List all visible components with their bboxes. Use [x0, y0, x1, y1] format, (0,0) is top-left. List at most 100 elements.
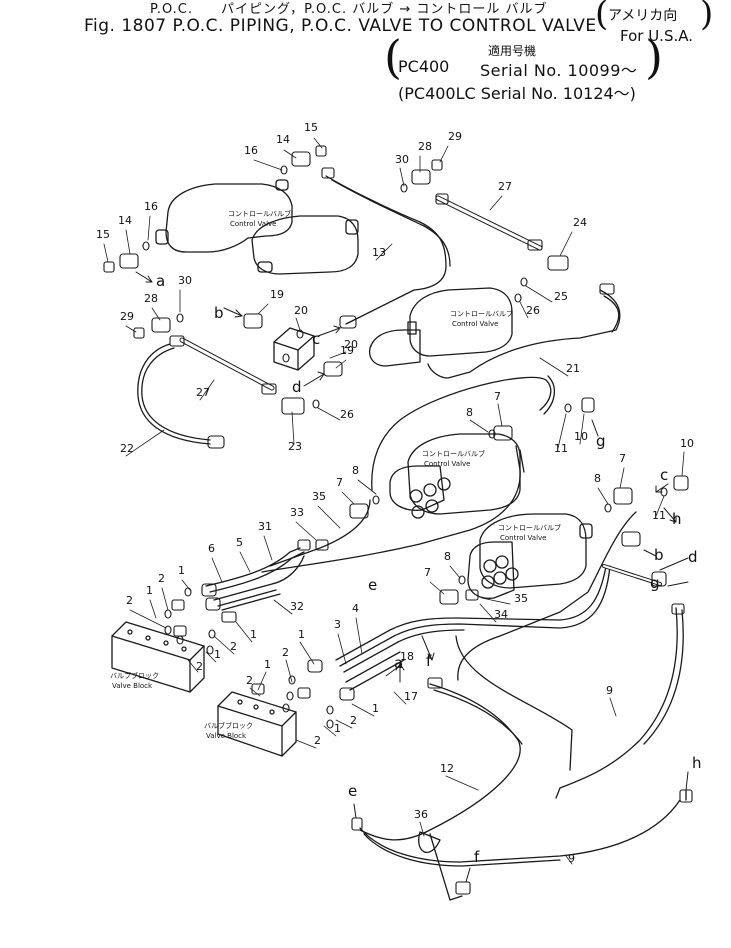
part-number-2: 2 — [230, 640, 237, 653]
part-number-35: 35 — [514, 592, 528, 605]
part-number-16: 16 — [144, 200, 158, 213]
part-number-27: 27 — [196, 386, 210, 399]
pipe-21 — [427, 289, 621, 379]
connection-letter-f: f — [474, 848, 480, 866]
part-number-20: 20 — [344, 338, 358, 351]
region-en: For U.S.A. — [620, 27, 694, 45]
part-number-1: 1 — [214, 648, 221, 661]
part-number-14: 14 — [118, 214, 132, 227]
part-number-19: 19 — [270, 288, 284, 301]
valve-block-label-1-en: Valve Block — [112, 682, 153, 690]
part-number-1: 1 — [250, 628, 257, 641]
pipe-34 — [335, 565, 607, 661]
pipe-9-upper — [555, 607, 678, 799]
part-number-4: 4 — [352, 602, 359, 615]
part-number-9: 9 — [606, 684, 613, 697]
valve-block-2 — [217, 691, 297, 757]
part-number-8: 8 — [594, 472, 601, 485]
connection-letter-h: h — [692, 754, 702, 772]
serial-bracket-close: ) — [645, 30, 663, 84]
part-number-8: 8 — [444, 550, 451, 563]
part-number-30: 30 — [395, 153, 409, 166]
model-pc400: PC400 — [398, 57, 450, 76]
part-number-8: 8 — [352, 464, 359, 477]
part-number-2: 2 — [196, 660, 203, 673]
part-number-18: 18 — [400, 650, 414, 663]
part-number-32: 32 — [290, 600, 304, 613]
part-number-7: 7 — [494, 390, 501, 403]
part-number-15: 15 — [96, 228, 110, 241]
part-number-26: 26 — [526, 304, 540, 317]
connection-letter-e: e — [348, 782, 357, 800]
component-texts: コントロールバルブ Control Valve コントロールバルブ Contro… — [110, 209, 561, 740]
connection-letter-a: a — [156, 272, 165, 290]
part-number-11: 11 — [554, 442, 568, 455]
region-jp: アメリカ向 — [608, 8, 678, 24]
part-number-16: 16 — [244, 144, 258, 157]
part-number-1: 1 — [178, 564, 185, 577]
part-number-28: 28 — [418, 140, 432, 153]
control-valve-label-4-en: Control Valve — [500, 534, 546, 542]
connection-letter-d: d — [688, 548, 698, 566]
part-number-2: 2 — [246, 674, 253, 687]
part-number-24: 24 — [573, 216, 587, 229]
part-number-11: 11 — [652, 509, 666, 522]
part-number-12: 12 — [440, 762, 454, 775]
header-line-jp: P.O.C. パイピング，P.O.C. バルブ → コントロール バルブ — [150, 2, 548, 17]
valve-block-label-2-jp: バルブブロック — [204, 721, 253, 730]
part-number-2: 2 — [350, 714, 357, 727]
connection-letter-c: c — [660, 466, 668, 484]
part-number-28: 28 — [144, 292, 158, 305]
pipe-e — [261, 445, 521, 573]
part-number-1: 1 — [146, 584, 153, 597]
valve-block-label-2-en: Valve Block — [206, 732, 247, 740]
part-number-29: 29 — [448, 130, 462, 143]
control-valve-1 — [155, 179, 359, 275]
clamp-36 — [418, 831, 441, 854]
part-number-3: 3 — [334, 618, 341, 631]
part-number-5: 5 — [236, 536, 243, 549]
part-number-1: 1 — [264, 658, 271, 671]
connection-letter-a: a — [394, 654, 403, 672]
control-valve-label-1-jp: コントロールバルブ — [228, 209, 291, 218]
part-number-19: 19 — [340, 344, 354, 357]
pipe-12 — [359, 683, 521, 841]
part-number-1: 1 — [334, 722, 341, 735]
part-number-31: 31 — [258, 520, 272, 533]
connection-letter-b: b — [214, 304, 224, 322]
part-number-22: 22 — [120, 442, 134, 455]
fitting-block-20 — [273, 327, 315, 371]
part-number-8: 8 — [466, 406, 473, 419]
connection-letter-d: d — [292, 378, 302, 396]
part-number-30: 30 — [178, 274, 192, 287]
part-number-17: 17 — [404, 690, 418, 703]
valve-block-1 — [111, 621, 205, 693]
part-number-29: 29 — [120, 310, 134, 323]
part-number-13: 13 — [372, 246, 386, 259]
figure-title: Fig. 1807 P.O.C. PIPING, P.O.C. VALVE TO… — [84, 16, 597, 36]
connection-letter-c: c — [312, 330, 320, 348]
region-bracket-open: ( — [595, 0, 609, 34]
model-pc400lc: (PC400LC Serial No. 10124～) — [398, 84, 636, 103]
control-valve-4 — [467, 513, 593, 599]
connection-letter-g: g — [596, 432, 606, 450]
control-valve-2 — [368, 287, 513, 367]
connection-letter-h: h — [672, 510, 682, 528]
part-number-7: 7 — [619, 452, 626, 465]
control-valve-label-3-en: Control Valve — [424, 460, 470, 468]
control-valve-label-3-jp: コントロールバルブ — [422, 449, 485, 458]
region-bracket-close: ) — [700, 0, 714, 34]
part-number-7: 7 — [424, 566, 431, 579]
part-number-6: 6 — [208, 542, 215, 555]
part-number-1: 1 — [372, 702, 379, 715]
part-number-2: 2 — [314, 734, 321, 747]
part-number-20: 20 — [294, 304, 308, 317]
part-number-34: 34 — [494, 608, 508, 621]
part-number-21: 21 — [566, 362, 580, 375]
part-number-2: 2 — [126, 594, 133, 607]
part-number-33: 33 — [290, 506, 304, 519]
hose-22 — [137, 343, 211, 445]
pipe-middle-upper — [371, 376, 552, 491]
